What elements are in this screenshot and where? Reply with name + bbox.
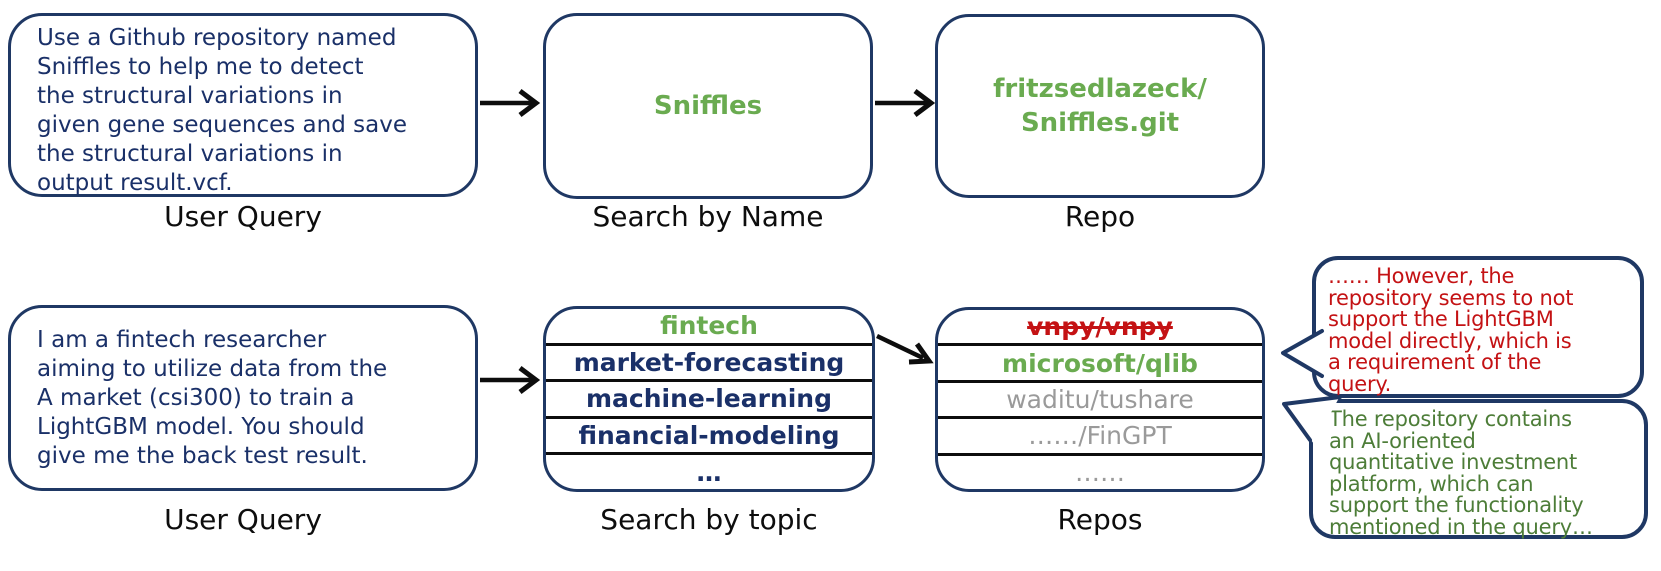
user-query-text: I am a fintech researcher aiming to util… bbox=[37, 327, 388, 469]
repo-label: ……/FinGPT bbox=[1028, 421, 1172, 451]
topic-label: market-forecasting bbox=[573, 347, 845, 377]
repo-label-accepted: microsoft/qlib bbox=[1002, 348, 1198, 378]
repo-label: waditu/tushare bbox=[1006, 385, 1194, 415]
repo-name-text: fritzsedlazeck/ Sniffles.git bbox=[993, 74, 1207, 138]
arrow-right-icon bbox=[875, 89, 936, 117]
repo-label-rejected: vnpy/vnpy bbox=[1027, 312, 1173, 342]
topic-label-more: … bbox=[696, 457, 722, 487]
topic-list-box: fintech market-forecasting machine-learn… bbox=[543, 306, 875, 492]
repo-row: ……/FinGPT bbox=[938, 419, 1262, 456]
box-caption-repo: Repo bbox=[1064, 200, 1136, 233]
repo-row: waditu/tushare bbox=[938, 383, 1262, 420]
repo-row: vnpy/vnpy bbox=[938, 310, 1262, 347]
speech-bubble-rejection: …… However, the repository seems to not … bbox=[1312, 256, 1644, 398]
repo-label-more: …… bbox=[1075, 457, 1125, 487]
user-query-text: Use a Github repository named Sniffles t… bbox=[37, 25, 407, 196]
arrow-diagonal-icon bbox=[876, 333, 934, 365]
repo-row: …… bbox=[938, 456, 1262, 489]
repo-list-box: vnpy/vnpy microsoft/qlib waditu/tushare … bbox=[935, 307, 1265, 492]
repo-row: microsoft/qlib bbox=[938, 346, 1262, 383]
user-query-box-name-flow: Use a Github repository named Sniffles t… bbox=[8, 13, 478, 197]
topic-label: machine-learning bbox=[585, 384, 833, 414]
search-by-name-box: Sniffles bbox=[543, 13, 873, 199]
rejection-comment-text: …… However, the repository seems to not … bbox=[1328, 264, 1574, 396]
topic-row: financial-modeling bbox=[546, 419, 872, 456]
search-term-text: Sniffles bbox=[653, 91, 763, 121]
topic-label: financial-modeling bbox=[578, 421, 840, 451]
box-caption-search-by-topic: Search by topic bbox=[600, 503, 818, 536]
topic-label-selected: fintech bbox=[660, 311, 758, 341]
box-caption-search-by-name: Search by Name bbox=[592, 200, 824, 233]
box-caption-repos: Repos bbox=[1057, 503, 1143, 536]
arrow-right-icon bbox=[480, 89, 541, 117]
topic-row: fintech bbox=[546, 309, 872, 346]
box-caption-user-query: User Query bbox=[164, 200, 322, 233]
acceptance-comment-text: The repository contains an AI-oriented q… bbox=[1329, 407, 1593, 539]
topic-row: machine-learning bbox=[546, 382, 872, 419]
arrow-right-icon bbox=[480, 366, 541, 394]
box-caption-user-query: User Query bbox=[164, 503, 322, 536]
topic-row: market-forecasting bbox=[546, 346, 872, 383]
user-query-box-topic-flow: I am a fintech researcher aiming to util… bbox=[8, 305, 478, 491]
topic-row: … bbox=[546, 455, 872, 489]
speech-bubble-acceptance: The repository contains an AI-oriented q… bbox=[1309, 399, 1648, 539]
repo-result-box: fritzsedlazeck/ Sniffles.git bbox=[935, 14, 1265, 198]
